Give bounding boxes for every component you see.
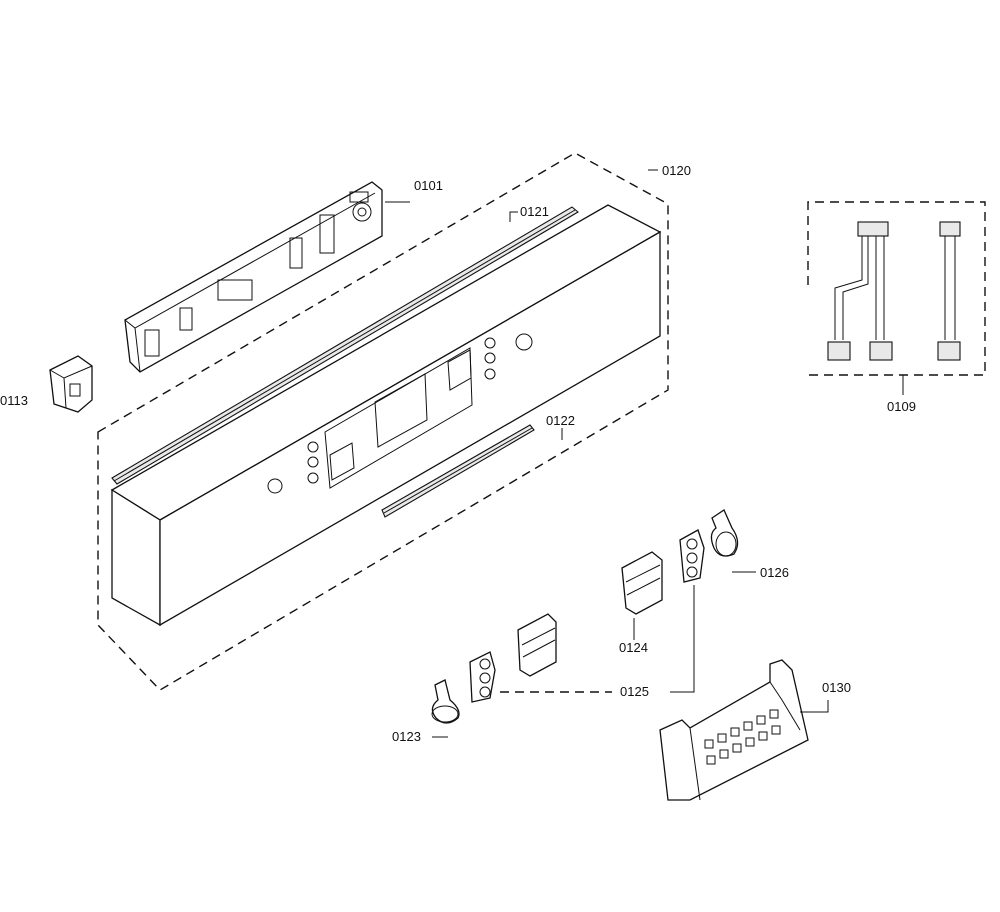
buttons-part-0125-upper	[679, 529, 705, 583]
label-0124: 0124	[619, 640, 648, 655]
label-0123: 0123	[392, 729, 421, 744]
label-0109: 0109	[887, 399, 916, 414]
trim-strip-0122	[381, 424, 535, 518]
label-0125: 0125	[620, 684, 649, 699]
keypad-part-0124	[621, 551, 663, 615]
label-0130: 0130	[822, 680, 851, 695]
seal-strip-0121	[111, 206, 579, 485]
label-0126: 0126	[760, 565, 789, 580]
electronic-module-0101	[124, 181, 383, 373]
knob-part-0123	[431, 679, 460, 724]
wiring-harness-0109	[807, 201, 986, 376]
bracket-part-0130	[659, 659, 809, 801]
knob-part-0126	[710, 509, 739, 557]
buttons-part-0125-lower	[469, 651, 496, 703]
label-0113: 0113	[0, 393, 28, 408]
label-0120: 0120	[662, 163, 691, 178]
keypad-part-lower	[517, 613, 557, 677]
leader-lines	[91, 169, 904, 738]
control-panel-fascia	[110, 204, 662, 627]
group-outline-0120	[97, 152, 669, 691]
label-0122: 0122	[546, 413, 575, 428]
clip-part-0113	[49, 355, 93, 413]
label-0101: 0101	[414, 178, 443, 193]
label-0121: 0121	[520, 204, 549, 219]
